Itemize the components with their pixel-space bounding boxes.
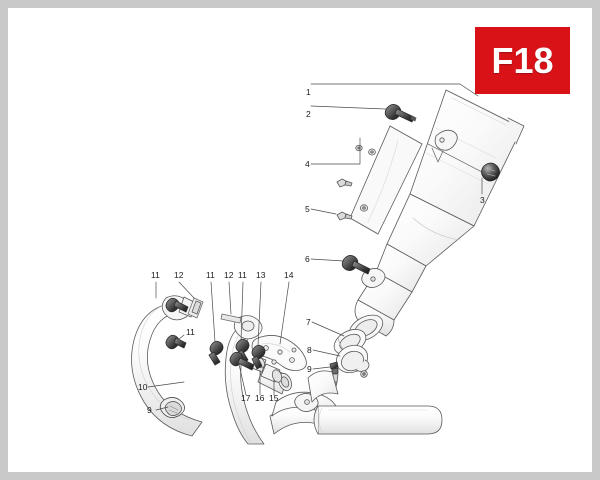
mount-bracket-14 xyxy=(251,335,307,371)
screw-5 xyxy=(336,211,353,221)
collector-pipe xyxy=(269,370,443,435)
callout-11-a: 11 xyxy=(151,270,160,280)
diagram-canvas: 1 2 3 4 5 6 7 8 9 10 9 11 12 11 12 11 13… xyxy=(8,8,592,472)
callout-15: 15 xyxy=(269,393,279,403)
leader-lines xyxy=(147,83,483,411)
callout-9-lower: 9 xyxy=(147,405,152,415)
bolt-11-b xyxy=(208,340,224,366)
callout-4: 4 xyxy=(305,159,310,169)
bolt-11-a xyxy=(165,297,189,313)
figure-badge: F18 xyxy=(475,27,570,94)
oxygen-sensor-9 xyxy=(329,361,339,388)
callout-16: 16 xyxy=(255,393,265,403)
screw-4 xyxy=(336,178,353,188)
callout-10: 10 xyxy=(138,382,148,392)
callout-8: 8 xyxy=(307,345,312,355)
callout-12-a: 12 xyxy=(174,270,184,280)
callout-3: 3 xyxy=(480,195,485,205)
bolt-6 xyxy=(341,255,371,275)
muffler-body xyxy=(375,89,525,293)
grommet-upper xyxy=(355,144,363,152)
callout-5: 5 xyxy=(305,204,310,214)
callout-1: 1 xyxy=(306,87,311,97)
callout-2: 2 xyxy=(306,109,311,119)
bolt-13 xyxy=(251,344,266,370)
figure-badge-label: F18 xyxy=(491,39,554,81)
callout-17: 17 xyxy=(241,393,251,403)
nut-3 xyxy=(481,162,500,182)
bolt-17 xyxy=(229,351,255,371)
callout-11-b: 11 xyxy=(206,270,215,280)
heat-shield xyxy=(349,125,423,235)
shield-fasteners xyxy=(336,144,363,221)
callout-12-b: 12 xyxy=(224,270,234,280)
callout-13: 13 xyxy=(256,270,266,280)
clamp-9-lower xyxy=(159,397,185,418)
callout-14: 14 xyxy=(284,270,294,280)
callout-11-d: 11 xyxy=(186,327,195,337)
exhaust-system-drawing xyxy=(131,83,525,445)
callout-11-c: 11 xyxy=(238,270,247,280)
callout-6: 6 xyxy=(305,254,310,264)
pipe-clamp-8 xyxy=(336,344,370,378)
bolt-11-d xyxy=(165,334,187,350)
callout-9: 9 xyxy=(307,364,312,374)
bolt-2 xyxy=(384,104,417,123)
callout-7: 7 xyxy=(306,317,311,327)
